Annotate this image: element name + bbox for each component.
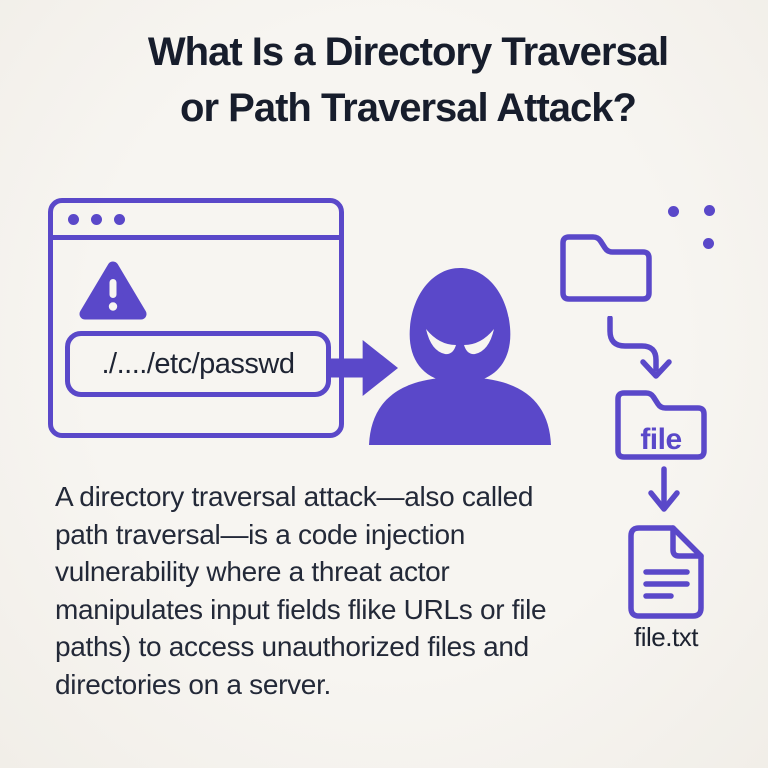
hacker-icon: [365, 265, 555, 445]
description-paragraph: A directory traversal attack—also called…: [55, 478, 547, 703]
description-line: A directory traversal attack—also called: [55, 481, 534, 512]
warning-triangle-icon: [78, 260, 148, 322]
description-line: manipulates input fields flike URLs or f…: [55, 593, 547, 625]
folder-icon: [553, 229, 659, 307]
down-arrow-icon: [644, 466, 684, 516]
title-line-1: What Is a Directory Traversal: [147, 30, 669, 74]
url-input: ./..../etc/passwd: [65, 331, 331, 397]
window-dot-icon: [91, 213, 102, 225]
decoration-dot-icon: [668, 206, 679, 217]
file-txt-label: file.txt: [634, 622, 698, 652]
window-dot-icon: [68, 213, 79, 225]
browser-window-icon: ./..../etc/passwd: [48, 198, 344, 438]
window-dot-icon: [114, 213, 125, 225]
curved-arrow-icon: [598, 315, 676, 386]
description-line: paths) to access unauthorized files and: [55, 631, 529, 662]
description-line: vulnerability where a threat actor: [55, 556, 450, 587]
decoration-dot-icon: [703, 238, 714, 249]
title-line-2: or Path Traversal Attack?: [180, 86, 637, 130]
document-icon: [625, 522, 707, 622]
file-folder-label: file: [640, 423, 682, 456]
url-text: ./..../etc/passwd: [101, 347, 295, 380]
decoration-dot-icon: [704, 205, 715, 216]
description-line: path traversal—is a code injection: [55, 518, 466, 550]
browser-titlebar: [53, 203, 339, 240]
file-folder-icon: file: [610, 383, 712, 465]
page-title: What Is a Directory Traversal or Path Tr…: [24, 24, 768, 136]
description-line: directories on a server.: [55, 668, 332, 700]
